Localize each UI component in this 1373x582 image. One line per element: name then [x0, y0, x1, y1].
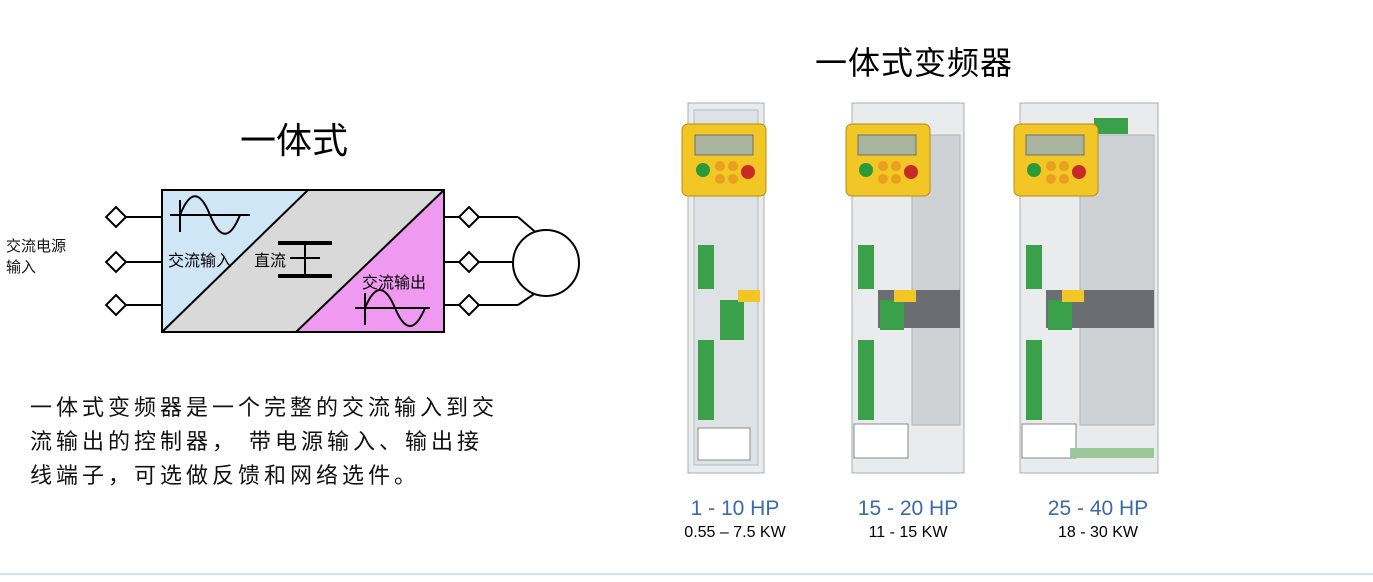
product-3-kw: 18 - 30 KW: [1057, 524, 1139, 541]
product-1-hp: 1 - 10 HP: [690, 497, 780, 520]
rectifier-divider: [161, 189, 309, 333]
products-title: 一体式变频器: [815, 44, 1014, 82]
drive-image-small: [681, 102, 767, 474]
diagram-title: 一体式: [240, 121, 349, 162]
description-text: 一体式变频器是一个完整的交流输入到交流输出的控制器， 带电源输入、输出接线端子，…: [30, 396, 499, 489]
ac-output-waveform-icon: [355, 289, 430, 327]
product-2-hp: 15 - 20 HP: [857, 497, 959, 520]
dc-label: 直流: [254, 251, 286, 270]
dc-capacitor-icon: [278, 241, 332, 278]
input-label-line2: 输入: [6, 258, 37, 276]
drive-image-medium: [845, 102, 965, 474]
input-label-line1: 交流电源: [6, 237, 67, 255]
bottom-divider: [0, 573, 1373, 575]
product-1-kw: 0.55 – 7.5 KW: [684, 524, 786, 541]
ac-power-input-label: 交流电源 输入: [6, 236, 66, 278]
input-terminals: [104, 205, 162, 317]
product-3-hp: 25 - 40 HP: [1047, 497, 1149, 520]
ac-input-label: 交流输入: [168, 251, 232, 270]
drive-image-large: [1013, 102, 1159, 474]
ac-output-label: 交流输出: [362, 273, 426, 292]
product-2-kw: 11 - 15 KW: [868, 524, 948, 541]
inverter-divider: [295, 189, 445, 333]
drive-block-diagram: 交流输入 直流 交流输出: [104, 189, 580, 333]
motor-symbol: [512, 229, 580, 297]
dc-region: [162, 190, 444, 332]
ac-input-waveform-icon: [170, 195, 250, 235]
output-terminals: [444, 205, 541, 317]
